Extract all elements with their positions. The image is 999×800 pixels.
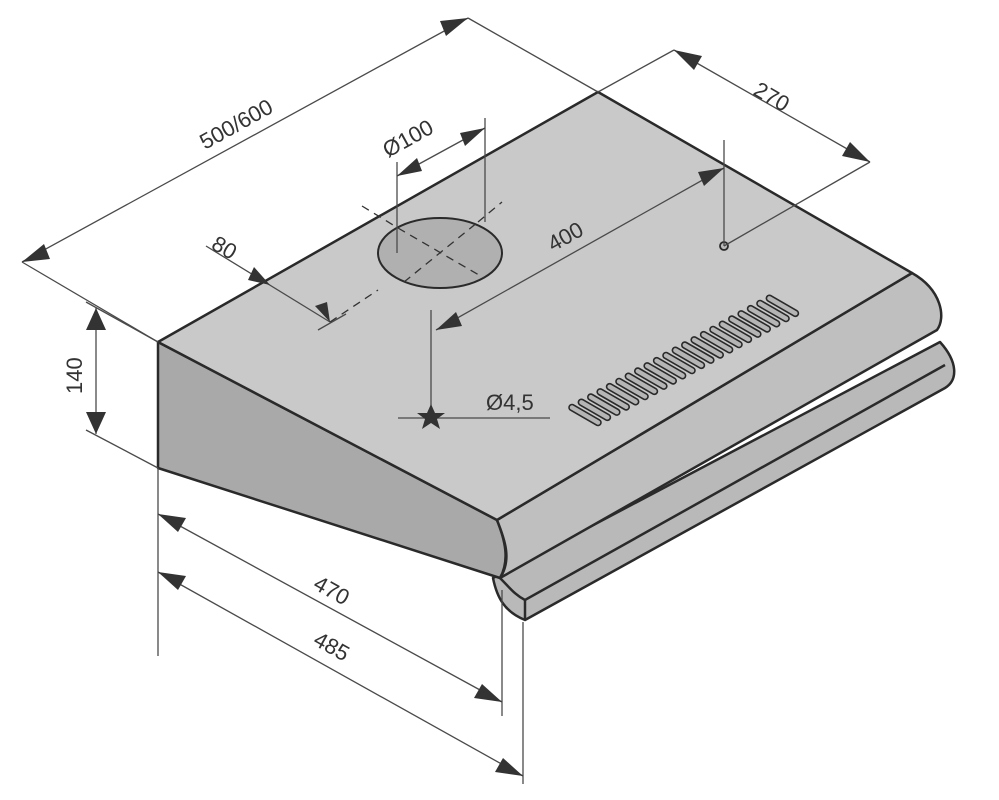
dim-outlet-label: Ø100 bbox=[378, 114, 437, 162]
vent-slot bbox=[746, 304, 781, 328]
dim-offset-ref bbox=[329, 289, 379, 323]
hood-front-face bbox=[495, 271, 943, 580]
dim-height-label: 140 bbox=[62, 357, 87, 394]
dim-470-arrow-right bbox=[474, 684, 502, 702]
dim-spacing-arrow-2 bbox=[698, 168, 724, 186]
dim-height-ext-1 bbox=[85, 301, 159, 343]
outlet-axis-ext-2 bbox=[477, 201, 503, 223]
vent-slot bbox=[596, 388, 630, 411]
dim-spacing-line bbox=[435, 167, 725, 331]
outlet-axis-2 bbox=[403, 221, 479, 283]
dim-offset-label: 80 bbox=[208, 231, 242, 265]
vent-slot bbox=[615, 377, 649, 401]
vent-slot bbox=[718, 320, 753, 344]
dim-height-ext-2 bbox=[85, 429, 159, 469]
vent-slot bbox=[652, 356, 687, 380]
dim-depth-top-arrow-2 bbox=[842, 142, 870, 162]
dim-depth-top-label: 270 bbox=[750, 77, 794, 117]
vent-slot bbox=[577, 398, 612, 422]
dim-outlet-arrow-1 bbox=[397, 158, 422, 176]
dim-depth-top-arrow-1 bbox=[674, 50, 702, 70]
dim-470-label: 470 bbox=[310, 571, 354, 611]
vent-slot bbox=[643, 362, 677, 385]
vent-slot bbox=[737, 310, 771, 333]
dim-depth-top-ext-1 bbox=[597, 49, 675, 93]
dim-outlet-arrow-2 bbox=[460, 128, 485, 146]
vent-slots bbox=[568, 294, 800, 427]
vent-slot bbox=[699, 330, 734, 354]
dim-width-arrow-right bbox=[440, 18, 468, 36]
dim-depth-top-line bbox=[673, 49, 871, 163]
dim-485-arrow-left bbox=[158, 572, 186, 590]
vent-slot bbox=[568, 403, 602, 427]
outlet-axis-ext-1 bbox=[361, 205, 399, 229]
dim-spacing-arrow-1 bbox=[436, 312, 462, 330]
dim-height-arrow-1 bbox=[86, 308, 106, 330]
dim-offset-arrow-1 bbox=[248, 267, 270, 285]
dim-mounting-hole-label: Ø4,5 bbox=[486, 390, 534, 415]
dim-470-arrow-left bbox=[158, 514, 186, 532]
vent-slot bbox=[709, 325, 743, 349]
vent-slot bbox=[634, 367, 668, 390]
vent-slot bbox=[624, 372, 659, 396]
dim-height: 140 bbox=[62, 301, 159, 469]
dim-485-line bbox=[157, 571, 524, 777]
dim-width-arrow-left bbox=[22, 244, 50, 262]
vent-slot bbox=[671, 346, 706, 370]
dim-485-arrow-right bbox=[495, 758, 523, 776]
dim-depth-top-ext-2 bbox=[723, 161, 871, 247]
dim-offset-arrow-2 bbox=[315, 302, 330, 322]
vent-slot bbox=[756, 299, 790, 323]
vent-slot bbox=[587, 393, 621, 416]
dim-offset-tick-1 bbox=[317, 313, 347, 331]
air-outlet bbox=[361, 201, 503, 289]
dim-width-line bbox=[21, 17, 469, 263]
dim-width-ext-right bbox=[467, 17, 599, 93]
outlet-axis-1 bbox=[397, 227, 485, 279]
hood-front-lip bbox=[499, 363, 946, 602]
hood-underside-panel bbox=[491, 340, 956, 622]
dim-470-line bbox=[157, 513, 503, 703]
dim-height-arrow-2 bbox=[86, 412, 106, 434]
dim-mounting-hole: Ø4,5 bbox=[398, 310, 550, 429]
hood-body bbox=[156, 90, 956, 622]
vent-slot bbox=[728, 315, 762, 338]
vent-slot bbox=[662, 351, 696, 375]
vent-slot bbox=[690, 336, 724, 359]
mount-hole-star-icon bbox=[417, 404, 445, 429]
vent-slot bbox=[605, 382, 640, 406]
vent-slot bbox=[765, 294, 800, 318]
vent-slot bbox=[681, 341, 715, 364]
